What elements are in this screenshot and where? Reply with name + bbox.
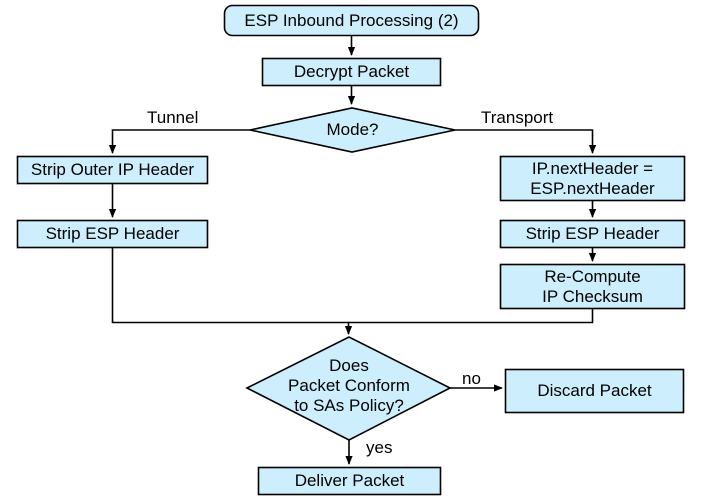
node-shape-start[interactable] [223,4,480,37]
node-shape-strip-esp-left[interactable] [16,219,209,249]
node-shape-nextheader[interactable] [499,155,686,202]
node-shape-strip-esp-right[interactable] [499,219,686,249]
edge-right-merge-to-conform [348,308,594,324]
edge-mode-to-tunnel [108,129,250,154]
node-shape-conform[interactable] [245,336,452,441]
node-shape-decrypt[interactable] [261,57,442,87]
edge-left-merge-to-conform [111,247,353,335]
node-shape-mode[interactable] [249,107,456,153]
node-shape-discard[interactable] [504,368,685,414]
edge-label-yes: yes [366,438,393,457]
node-shape-recompute[interactable] [499,263,686,310]
edge-label-transport: Transport [481,108,554,127]
node-shape-deliver[interactable] [257,466,442,496]
edge-label-tunnel: Tunnel [147,108,199,127]
edge-mode-to-transport [455,129,597,154]
edge-label-no: no [462,369,481,388]
node-shape-strip-outer-ip[interactable] [16,155,209,185]
